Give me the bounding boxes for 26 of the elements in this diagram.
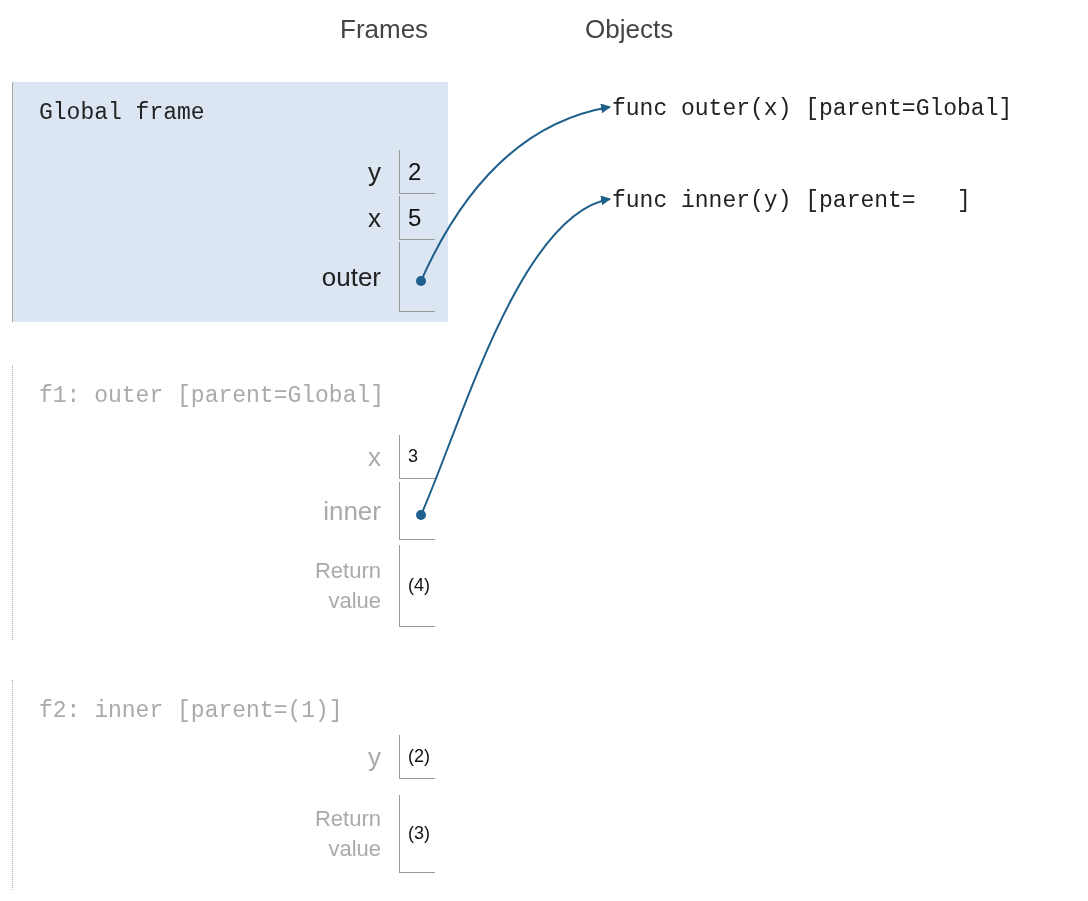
variable-name: inner <box>322 495 381 527</box>
variable-name: x <box>367 202 381 234</box>
column-header: Frames <box>340 14 429 45</box>
pointer-arrow <box>416 197 611 520</box>
function-object: func outer(x) [parent=Global] <box>612 96 1013 122</box>
value-slot <box>399 242 435 312</box>
frame-title: Global frame <box>39 100 205 126</box>
variable-name: outer <box>320 261 381 293</box>
variable-name: y <box>367 156 381 188</box>
function-object: func inner(y) [parent= ] <box>612 188 971 214</box>
value-slot: 3 <box>399 435 435 479</box>
variable-name: Return value <box>313 557 381 615</box>
value-slot <box>399 482 435 540</box>
frame-title: f2: inner [parent=(1)] <box>39 698 343 724</box>
variable-name: Return value <box>313 805 381 863</box>
variable-name: x <box>367 441 381 473</box>
pointer-arrow <box>416 104 611 286</box>
frame-panel <box>12 82 448 322</box>
column-header: Objects <box>585 14 674 45</box>
value-slot: (3) <box>399 795 435 873</box>
variable-name: y <box>367 741 381 773</box>
value-slot: 5 <box>399 196 435 240</box>
value-slot: (4) <box>399 545 435 627</box>
value-slot: 2 <box>399 150 435 194</box>
frame-title: f1: outer [parent=Global] <box>39 383 385 409</box>
value-slot: (2) <box>399 735 435 779</box>
